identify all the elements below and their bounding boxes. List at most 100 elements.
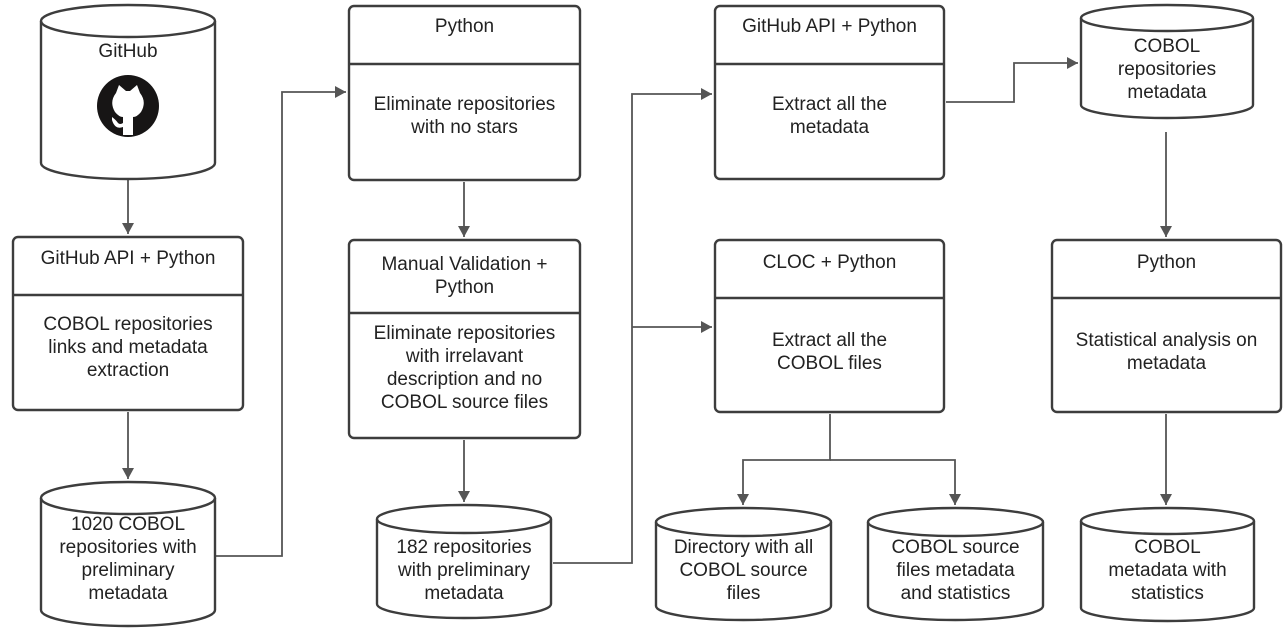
- arrowhead: [701, 88, 712, 100]
- data-store-label: COBOL: [1134, 537, 1201, 558]
- arrowhead: [1160, 494, 1172, 505]
- process-box-title: CLOC + Python: [763, 252, 897, 273]
- edge-d2-to-p4: [553, 88, 712, 564]
- process-box-frame: [713, 238, 946, 414]
- data-store-label: and statistics: [901, 583, 1011, 604]
- data-store-d0: GitHub: [39, 3, 217, 181]
- process-box-description: COBOL source files: [381, 392, 548, 413]
- process-box-description: Eliminate repositories: [374, 323, 556, 344]
- process-box-description: COBOL repositories: [43, 314, 212, 335]
- process-box-title: Python: [435, 16, 494, 37]
- arrowhead: [701, 321, 712, 333]
- data-store-label: Directory with all: [674, 537, 813, 558]
- process-box-description: links and metadata: [48, 337, 208, 358]
- process-box-description: metadata: [790, 117, 870, 138]
- process-box-frame: [1050, 238, 1283, 414]
- data-store-label: files metadata: [896, 560, 1015, 581]
- edge-p5-to-d5: [830, 459, 961, 505]
- edges-layer: [122, 57, 1172, 564]
- arrowhead: [122, 223, 134, 234]
- data-store-body: [654, 506, 833, 622]
- edge-p4-to-d3: [946, 57, 1078, 103]
- process-box-description: with no stars: [410, 117, 518, 138]
- arrowhead: [949, 494, 961, 505]
- data-store-label: repositories with: [59, 537, 196, 558]
- data-store-label: COBOL source: [891, 537, 1019, 558]
- process-box-description: metadata: [1127, 353, 1207, 374]
- process-box-description: with irrelavant: [405, 346, 524, 367]
- process-box-title: Python: [1137, 252, 1196, 273]
- edge-p1-to-d1: [122, 412, 134, 479]
- data-store-rim: [375, 518, 553, 535]
- arrowhead: [122, 468, 134, 479]
- arrowhead: [458, 226, 470, 237]
- process-box-frame: [347, 238, 582, 440]
- process-box-description: Extract all the: [772, 94, 887, 115]
- process-box-title: Python: [435, 277, 494, 298]
- edge-p3-to-d2: [458, 440, 470, 502]
- edge-line: [946, 62, 1078, 103]
- data-store-label: files: [727, 583, 761, 604]
- data-store-label: metadata with: [1108, 560, 1226, 581]
- edge-line: [553, 93, 712, 564]
- data-store-rim: [866, 521, 1045, 538]
- data-store-label: metadata: [424, 583, 504, 604]
- data-store-body: [1079, 506, 1256, 623]
- edge-p2-to-p3: [458, 182, 470, 237]
- edge-d1-to-p2: [216, 86, 346, 557]
- data-store-label: with preliminary: [397, 560, 530, 581]
- data-store-body: [39, 480, 217, 628]
- data-store-rim: [654, 521, 833, 538]
- data-store-rim: [39, 497, 217, 516]
- data-store-rim: [1079, 520, 1256, 536]
- data-store-rim: [39, 20, 217, 39]
- process-box-frame: [713, 4, 946, 181]
- data-store-label: repositories: [1118, 59, 1216, 80]
- data-store-label: preliminary: [82, 560, 175, 581]
- data-store-label: metadata: [1127, 82, 1207, 103]
- github-logo-icon: [97, 75, 159, 137]
- data-store-body: [375, 503, 553, 620]
- process-box-description: extraction: [87, 360, 169, 381]
- edge-line: [216, 91, 346, 557]
- data-store-body: [1079, 3, 1255, 120]
- edge-d3-to-p6: [1160, 132, 1172, 237]
- edge-p5-to-d4: [737, 414, 831, 505]
- data-store-label: metadata: [88, 583, 168, 604]
- data-store-label: 1020 COBOL: [71, 514, 185, 535]
- data-store-label: COBOL: [1134, 36, 1201, 57]
- data-store-body: [866, 506, 1045, 622]
- arrowhead: [737, 494, 749, 505]
- edge-p6-to-d6: [1160, 414, 1172, 505]
- edge-d2-to-p5: [632, 321, 712, 333]
- arrowhead: [335, 86, 346, 98]
- edge-line: [742, 414, 831, 505]
- process-box-description: Extract all the: [772, 330, 887, 351]
- process-box-frame: [347, 4, 582, 182]
- process-box-description: COBOL files: [777, 353, 882, 374]
- arrowhead: [1067, 57, 1078, 69]
- data-store-label: GitHub: [98, 41, 157, 62]
- process-box-description: Eliminate repositories: [374, 94, 556, 115]
- process-box-title: GitHub API + Python: [742, 16, 917, 37]
- process-box-description: Statistical analysis on: [1076, 330, 1258, 351]
- data-store-label: COBOL source: [679, 560, 807, 581]
- data-store-label: statistics: [1131, 583, 1204, 604]
- data-store-rim: [1079, 17, 1255, 33]
- process-box-description: description and no: [387, 369, 542, 390]
- arrowhead: [1160, 226, 1172, 237]
- data-store-label: 182 repositories: [396, 537, 531, 558]
- arrowhead: [458, 491, 470, 502]
